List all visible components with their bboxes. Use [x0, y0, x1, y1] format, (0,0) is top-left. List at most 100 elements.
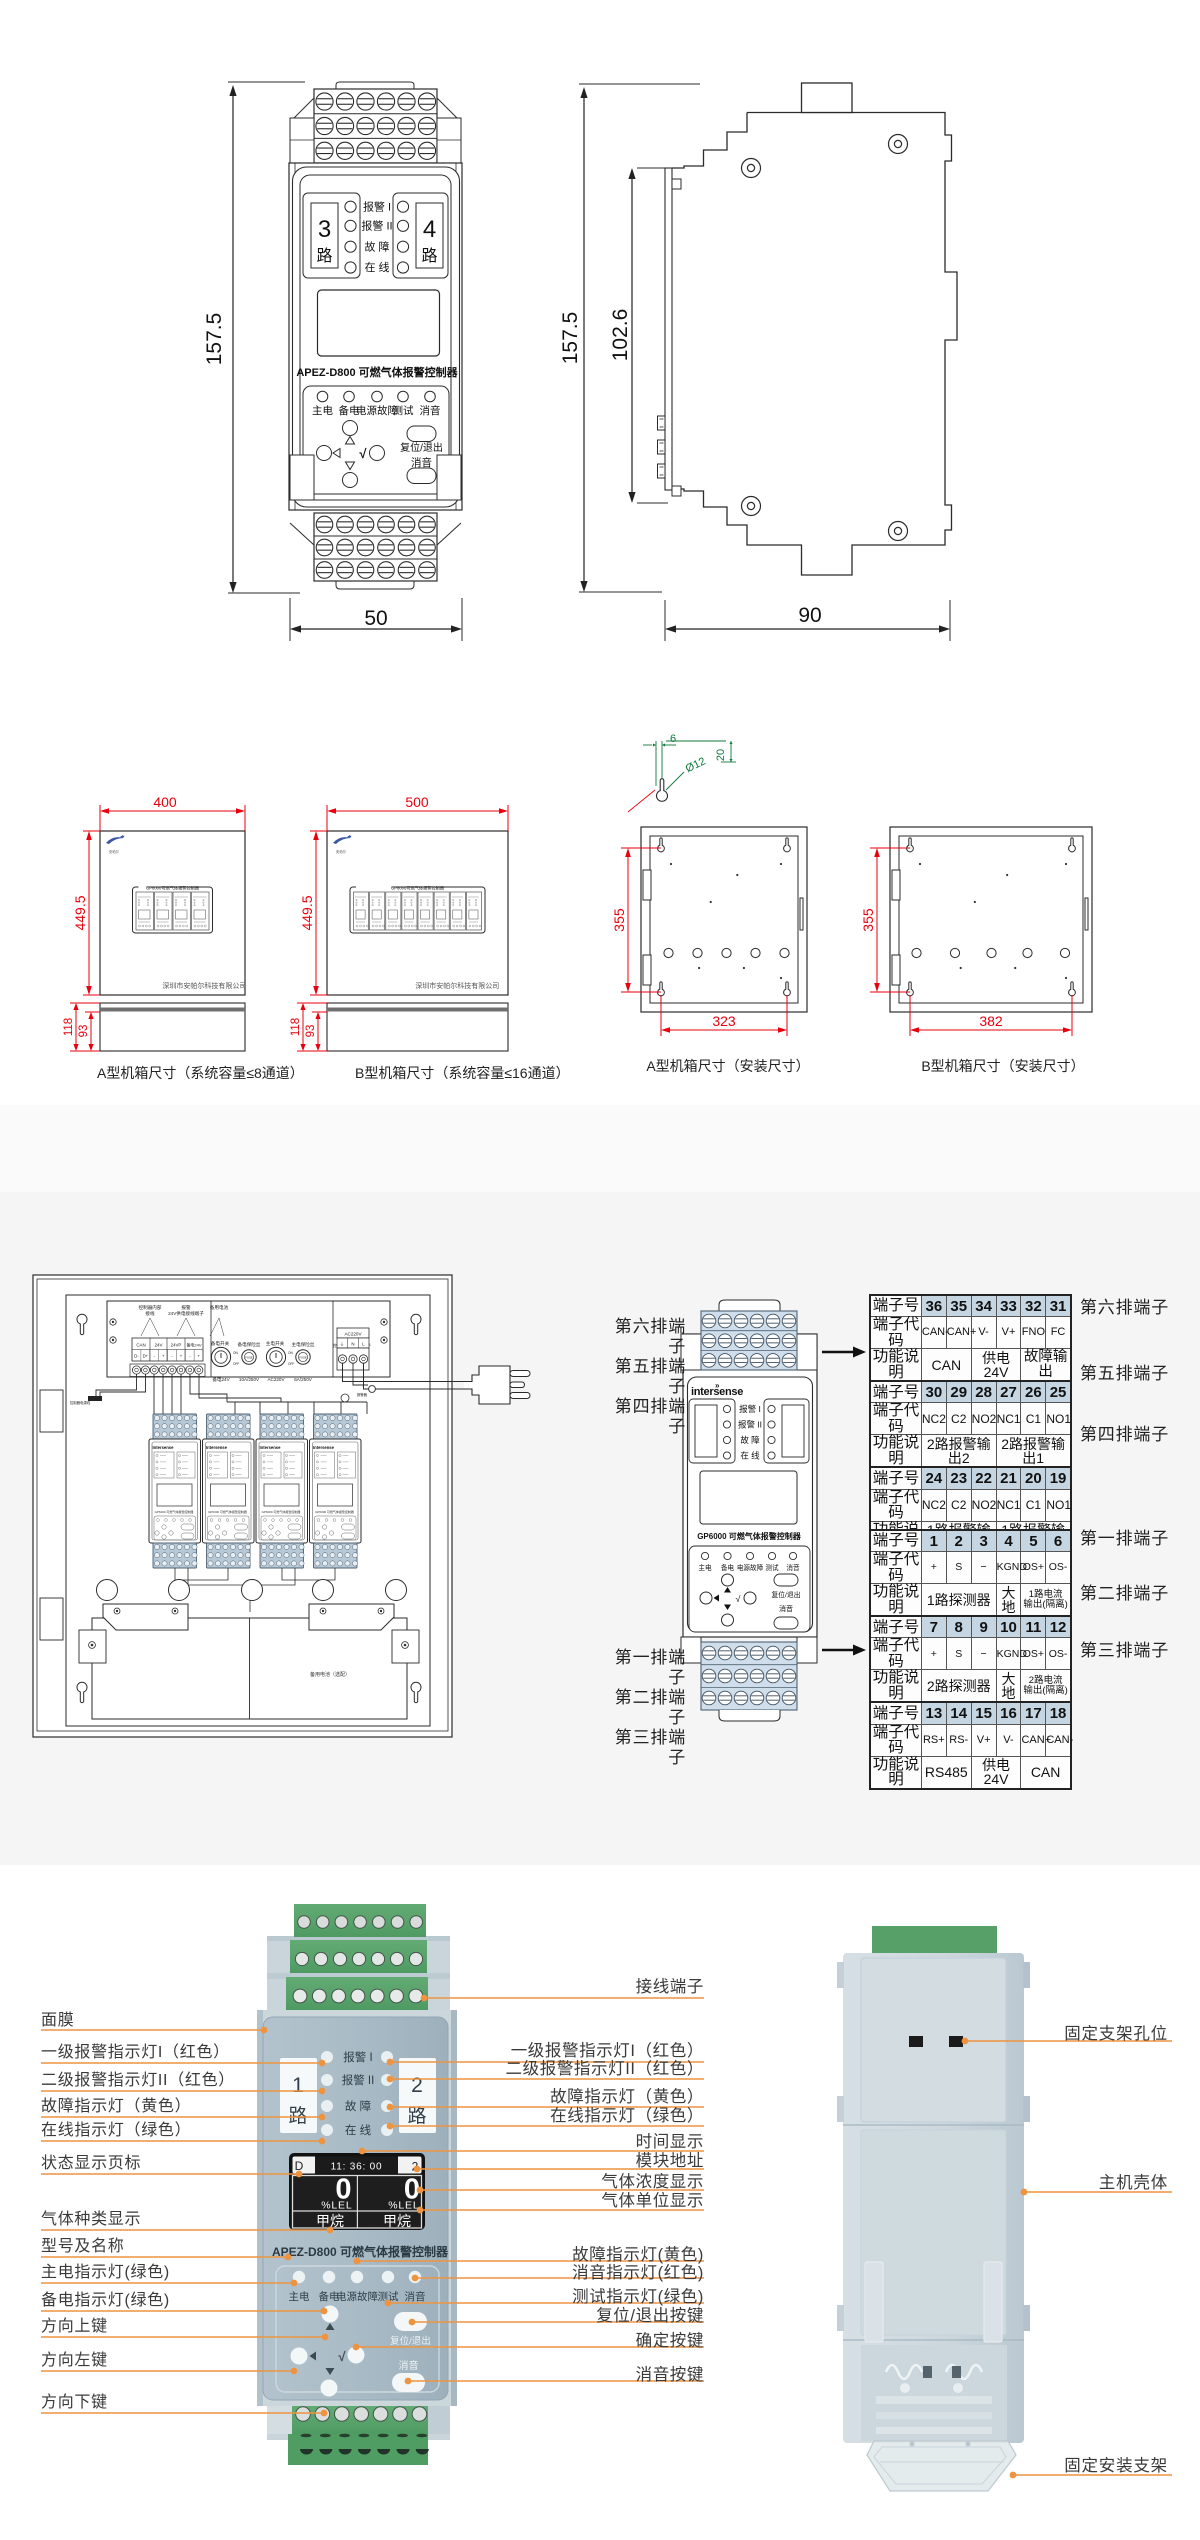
svg-text:主电: 主电: [698, 1563, 712, 1572]
svg-text:ON: ON: [288, 1351, 293, 1355]
svg-text:备电开关: 备电开关: [211, 1340, 230, 1347]
svg-text:D: D: [295, 2159, 304, 2173]
svg-text:%LEL: %LEL: [321, 2200, 352, 2212]
svg-text:-: -: [171, 1354, 173, 1359]
svg-text:控制器内部: 控制器内部: [139, 1304, 162, 1311]
svg-text:382: 382: [979, 1013, 1003, 1029]
svg-text:Intersense: Intersense: [153, 1445, 175, 1450]
svg-text:D+: D+: [143, 1354, 149, 1359]
svg-text:N: N: [351, 1342, 354, 1347]
svg-text:+: +: [180, 1354, 183, 1359]
svg-text:0: 0: [404, 2174, 420, 2206]
svg-text:157.5: 157.5: [203, 313, 226, 366]
svg-text:甲烷: 甲烷: [316, 2213, 344, 2229]
svg-text:GP6000 可燃气体报警控制器: GP6000 可燃气体报警控制器: [155, 1509, 194, 1514]
svg-text:报警: 报警: [181, 1304, 191, 1311]
svg-text:90: 90: [798, 604, 821, 627]
svg-text:路: 路: [316, 247, 332, 265]
svg-text:复位/退出: 复位/退出: [390, 2335, 431, 2347]
svg-text:102.6: 102.6: [609, 309, 632, 362]
svg-text:路: 路: [288, 2105, 307, 2127]
svg-text:Ø12: Ø12: [684, 755, 708, 775]
svg-text:备用电池: 备用电池: [210, 1304, 229, 1311]
svg-text:深圳市安帕尔科技有限公司: 深圳市安帕尔科技有限公司: [162, 981, 246, 990]
svg-text:故 障: 故 障: [345, 2099, 371, 2113]
svg-text:在 线: 在 线: [740, 1450, 760, 1460]
svg-text:⏚: ⏚: [340, 1342, 344, 1347]
svg-text:备电: 备电: [319, 2290, 340, 2303]
svg-text:√: √: [736, 1594, 741, 1604]
svg-text:在 线: 在 线: [364, 260, 389, 274]
svg-text:备电: 备电: [339, 404, 360, 417]
svg-text:157.5: 157.5: [559, 312, 582, 365]
svg-text:备电24V: 备电24V: [186, 1342, 201, 1348]
svg-text:449.5: 449.5: [299, 895, 315, 930]
svg-text:GP6000 可燃气体报警控制器: GP6000 可燃气体报警控制器: [208, 1509, 247, 1514]
svg-text:路: 路: [421, 247, 437, 265]
svg-text:√: √: [338, 2349, 346, 2364]
svg-text:主电: 主电: [289, 2290, 310, 2303]
svg-text:测试: 测试: [378, 2290, 399, 2303]
svg-text:电源故障: 电源故障: [737, 1563, 764, 1572]
svg-text:0: 0: [335, 2174, 351, 2206]
svg-text:10A/250V: 10A/250V: [239, 1377, 260, 1382]
svg-text:消音: 消音: [779, 1604, 793, 1613]
svg-text:消音: 消音: [420, 404, 441, 417]
svg-text:GP6000 可燃气体报警控制器: GP6000 可燃气体报警控制器: [697, 1531, 802, 1541]
svg-text:118: 118: [290, 1018, 302, 1036]
svg-text:在 线: 在 线: [345, 2123, 372, 2137]
svg-text:ON: ON: [233, 1351, 238, 1355]
svg-text:L: L: [362, 1342, 365, 1347]
svg-text:报警器: 报警器: [357, 1392, 368, 1397]
svg-text:消音: 消音: [786, 1563, 800, 1572]
svg-text:安帕尔: 安帕尔: [109, 849, 120, 854]
svg-text:AC220V: AC220V: [344, 1332, 362, 1337]
svg-text:449.5: 449.5: [72, 895, 88, 930]
svg-text:甲烷: 甲烷: [383, 2213, 411, 2229]
svg-text:报警 II: 报警 II: [342, 2073, 375, 2087]
svg-text:»: »: [715, 1381, 720, 1390]
svg-text:主电: 主电: [312, 404, 333, 417]
svg-text:GP6000可燃气体报警控制器: GP6000可燃气体报警控制器: [146, 885, 200, 892]
svg-text:备用电池（选配）: 备用电池（选配）: [310, 1671, 350, 1678]
svg-text:4: 4: [423, 216, 436, 243]
svg-text:报警 II: 报警 II: [738, 1419, 762, 1429]
svg-text:深圳市安帕尔科技有限公司: 深圳市安帕尔科技有限公司: [415, 981, 499, 990]
svg-text:24V: 24V: [155, 1343, 163, 1348]
svg-text:GP6000可燃气体报警控制器: GP6000可燃气体报警控制器: [391, 885, 445, 892]
svg-text:323: 323: [712, 1013, 736, 1029]
svg-text:500: 500: [405, 794, 429, 810]
svg-text:备电保险丝: 备电保险丝: [238, 1341, 261, 1348]
svg-text:APEZ-D800 可燃气体报警控制器: APEZ-D800 可燃气体报警控制器: [296, 365, 458, 379]
svg-text:OFF: OFF: [288, 1362, 294, 1366]
svg-text:测试: 测试: [765, 1563, 779, 1572]
svg-text:3: 3: [318, 216, 331, 243]
svg-text:主电开关: 主电开关: [266, 1340, 285, 1347]
svg-text:400: 400: [153, 794, 177, 810]
svg-text:APEZ-D800 可燃气体报警控制器: APEZ-D800 可燃气体报警控制器: [272, 2244, 449, 2259]
svg-text:消音: 消音: [405, 2290, 426, 2303]
svg-text:复位/退出: 复位/退出: [400, 441, 443, 454]
svg-text:Intersense: Intersense: [206, 1445, 228, 1450]
svg-text:+: +: [198, 1354, 201, 1359]
svg-text:AC220V: AC220V: [267, 1377, 285, 1382]
svg-text:√: √: [359, 446, 367, 461]
svg-text:%LEL: %LEL: [388, 2200, 419, 2212]
svg-text:路: 路: [407, 2105, 426, 2127]
svg-text:GP6000 可燃气体报警控制器: GP6000 可燃气体报警控制器: [262, 1509, 301, 1514]
svg-text:intersense: intersense: [691, 1386, 743, 1398]
svg-text:2: 2: [411, 2074, 423, 2097]
svg-text:控制器电源线: 控制器电源线: [70, 1400, 91, 1405]
svg-text:Intersense: Intersense: [313, 1445, 335, 1450]
svg-text:电源故障: 电源故障: [336, 2290, 378, 2303]
svg-text:报警 I: 报警 I: [343, 2050, 372, 2064]
svg-text:GP6000 可燃气体报警控制器: GP6000 可燃气体报警控制器: [315, 1509, 354, 1514]
svg-text:93: 93: [305, 1025, 317, 1038]
svg-text:11: 36: 00: 11: 36: 00: [331, 2162, 383, 2173]
svg-text:报警 II: 报警 II: [361, 218, 392, 232]
svg-text:报警 I: 报警 I: [739, 1404, 761, 1414]
svg-text:93: 93: [78, 1025, 90, 1038]
svg-text:备电24V: 备电24V: [212, 1376, 230, 1383]
svg-text:故 障: 故 障: [740, 1435, 760, 1445]
svg-text:6A/250V: 6A/250V: [294, 1377, 313, 1382]
